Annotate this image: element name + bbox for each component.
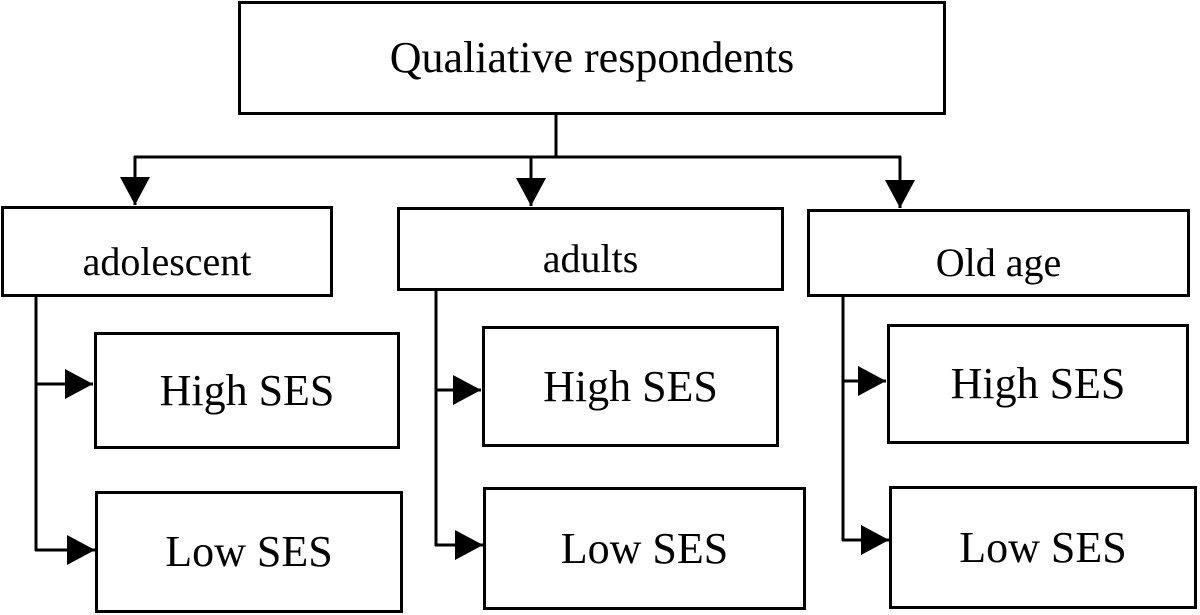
leaf-node-label: Low SES <box>560 523 729 573</box>
leaf-node-old-age-low-ses: Low SES <box>889 486 1197 609</box>
group-node-label: adolescent <box>82 238 252 284</box>
leaf-node-adolescent-high-ses: High SES <box>94 332 400 449</box>
leaf-node-label: High SES <box>950 359 1126 408</box>
leaf-node-label: Low SES <box>165 527 333 576</box>
leaf-node-old-age-high-ses: High SES <box>887 324 1189 444</box>
group-node-adolescent: adolescent <box>1 206 333 297</box>
root-node-label: Qualiative respondents <box>389 33 795 82</box>
leaf-node-label: Low SES <box>959 522 1127 572</box>
leaf-node-label: High SES <box>543 361 718 411</box>
group-node-adults: adults <box>397 207 784 291</box>
group-node-label: adults <box>542 236 639 281</box>
group-node-label: Old age <box>935 240 1062 285</box>
leaf-node-adolescent-low-ses: Low SES <box>95 491 403 613</box>
leaf-node-adults-low-ses: Low SES <box>483 487 806 610</box>
group-node-old-age: Old age <box>807 209 1190 297</box>
leaf-node-adults-high-ses: High SES <box>482 326 779 447</box>
leaf-node-label: High SES <box>159 365 335 415</box>
root-node: Qualiative respondents <box>238 1 946 115</box>
